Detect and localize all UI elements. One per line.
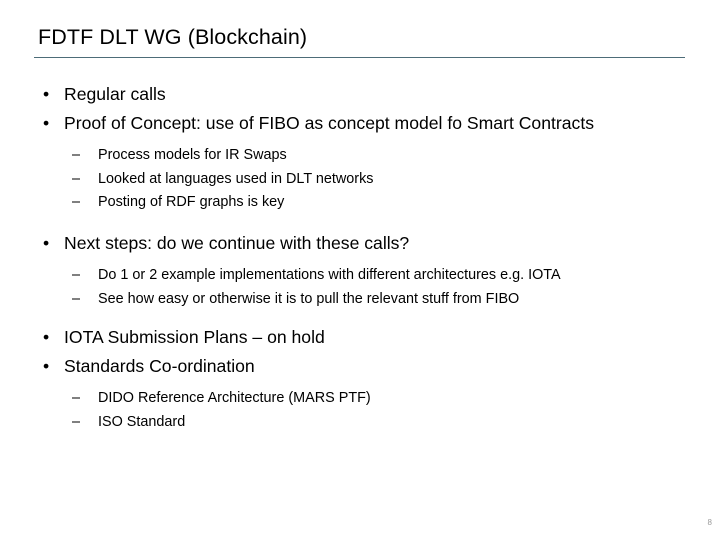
list-item: – Posting of RDF graphs is key <box>72 191 694 215</box>
sub-list: – DIDO Reference Architecture (MARS PTF)… <box>72 387 694 434</box>
outline-list: • Regular calls • Proof of Concept: use … <box>34 80 694 434</box>
page-number: 8 <box>707 518 712 527</box>
dash-icon: – <box>72 290 81 307</box>
list-item-text: Process models for IR Swaps <box>98 147 287 163</box>
list-item: – ISO Standard <box>72 411 694 435</box>
dash-icon: – <box>72 147 81 163</box>
bullet-icon: • <box>43 232 50 253</box>
dash-icon: – <box>72 267 81 283</box>
title-divider <box>34 57 685 58</box>
page-title: FDTF DLT WG (Blockchain) <box>38 25 308 49</box>
dash-icon: – <box>72 390 81 406</box>
bullet-icon: • <box>43 355 50 376</box>
spacer <box>34 380 694 387</box>
list-item-text: Do 1 or 2 example implementations with d… <box>98 267 561 283</box>
list-item: – See how easy or otherwise it is to pul… <box>72 288 694 312</box>
list-item: • IOTA Submission Plans – on hold <box>34 323 694 352</box>
spacer <box>34 137 694 144</box>
list-item-text: Next steps: do we continue with these ca… <box>64 232 410 253</box>
list-item: • Proof of Concept: use of FIBO as conce… <box>34 109 694 138</box>
list-item: – DIDO Reference Architecture (MARS PTF) <box>72 387 694 411</box>
list-item-text: Standards Co-ordination <box>64 355 255 376</box>
spacer <box>34 215 694 229</box>
list-item: – Do 1 or 2 example implementations with… <box>72 264 694 288</box>
slide-title-block: FDTF DLT WG (Blockchain) <box>34 24 686 58</box>
list-item-text: Looked at languages used in DLT networks <box>98 170 374 187</box>
list-item-text: ISO Standard <box>98 413 186 430</box>
bullet-icon: • <box>43 84 50 104</box>
spacer <box>34 257 694 264</box>
list-item-text: DIDO Reference Architecture (MARS PTF) <box>98 390 371 406</box>
spacer <box>34 311 694 323</box>
dash-icon: – <box>72 170 81 187</box>
slide-body: • Regular calls • Proof of Concept: use … <box>34 80 694 434</box>
list-item-text: See how easy or otherwise it is to pull … <box>98 290 520 307</box>
list-item-text: Regular calls <box>64 84 166 104</box>
bullet-icon: • <box>43 327 50 347</box>
sub-list: – Process models for IR Swaps – Looked a… <box>72 144 694 215</box>
dash-icon: – <box>72 413 81 430</box>
bullet-icon: • <box>43 112 50 133</box>
list-item-text: Proof of Concept: use of FIBO as concept… <box>64 112 595 133</box>
list-item-text: IOTA Submission Plans – on hold <box>64 327 325 347</box>
list-item-text: Posting of RDF graphs is key <box>98 194 285 210</box>
list-item: – Looked at languages used in DLT networ… <box>72 168 694 192</box>
dash-icon: – <box>72 194 81 210</box>
list-item: • Regular calls <box>34 80 694 109</box>
list-item: – Process models for IR Swaps <box>72 144 694 168</box>
list-item: • Next steps: do we continue with these … <box>34 229 694 258</box>
sub-list: – Do 1 or 2 example implementations with… <box>72 264 694 311</box>
list-item: • Standards Co-ordination <box>34 352 694 381</box>
